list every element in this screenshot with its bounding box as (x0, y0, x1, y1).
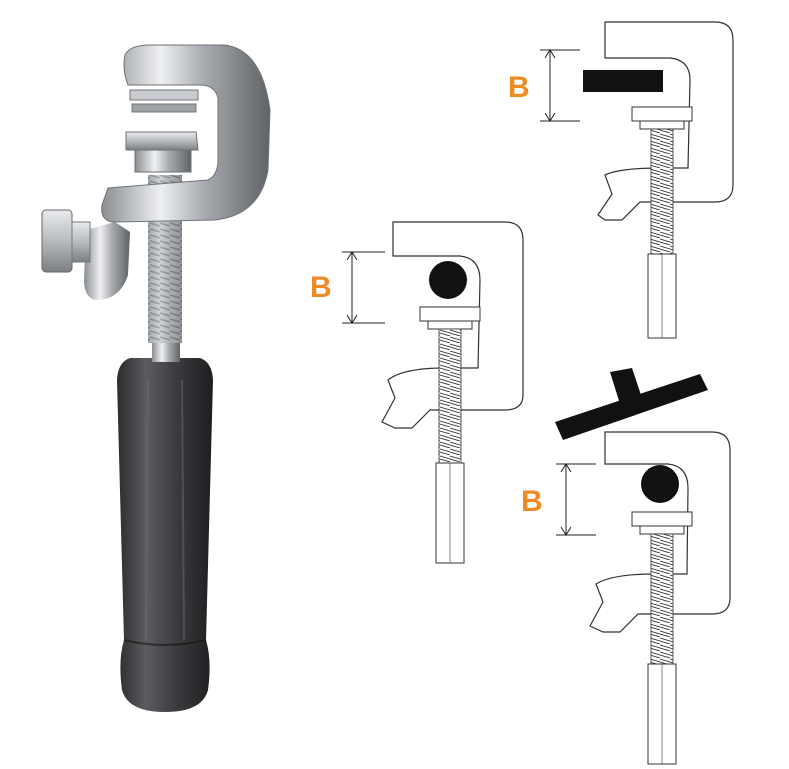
dimension-label-b: B (310, 271, 332, 304)
handle-ferrule (152, 340, 180, 362)
diagram-flat-bar: B (508, 21, 734, 339)
rubber-handle (117, 358, 213, 712)
round-cable-conductor (429, 261, 467, 299)
c-frame-outline (381, 221, 524, 429)
hex-bolt (41, 209, 73, 273)
round-cable-conductor (641, 465, 679, 503)
diagram-round-cable: B (310, 221, 524, 564)
diagram-round-cable-cross-bar: B (521, 368, 731, 765)
mounting-tab (84, 222, 130, 300)
cross-bar-conductor (555, 374, 708, 440)
c-frame-body (101, 44, 271, 223)
c-frame-outline (597, 21, 734, 221)
dimension-label-b: B (508, 71, 530, 104)
clamp-photo (41, 44, 271, 712)
pressure-plate (125, 131, 199, 151)
flat-bar-conductor (583, 70, 663, 92)
dimension-label-b: B (521, 485, 543, 518)
c-frame-outline (589, 431, 731, 633)
